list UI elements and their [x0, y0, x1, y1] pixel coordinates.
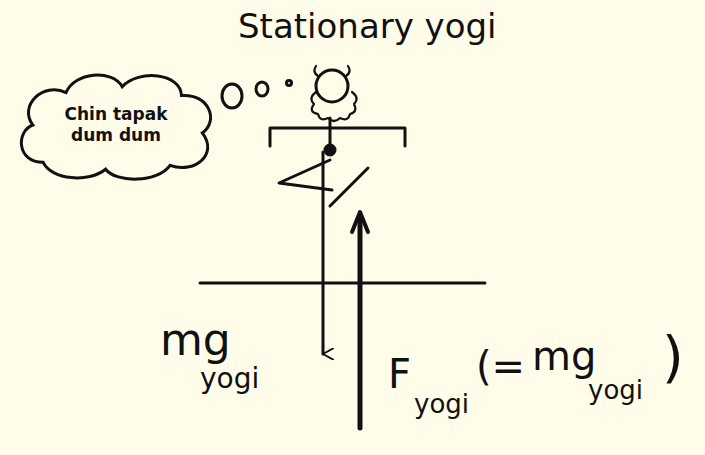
force-symbol: mg: [160, 316, 231, 364]
equation-part: (=: [476, 344, 525, 388]
yogi-arms: [270, 128, 405, 146]
thought-bubble: [256, 82, 268, 96]
thought-bubble: [222, 84, 242, 108]
weight-arrow: [322, 152, 325, 354]
normal-force-arrow: [358, 220, 363, 428]
diagram-title: Stationary yogi: [238, 8, 497, 45]
thought-text: Chin tapak dum dum: [56, 104, 176, 147]
yogi-beard: [311, 92, 356, 121]
arrow-head: [352, 212, 368, 232]
subscript: yogi: [414, 390, 469, 419]
force-symbol: mg: [532, 334, 596, 378]
thought-cloud: Chin tapak dum dum: [12, 66, 220, 184]
thought-bubble: [287, 81, 292, 86]
yogi-hair: [314, 66, 349, 76]
cloud-outline: [21, 75, 210, 179]
subscript: yogi: [200, 364, 259, 395]
cloud-body: Chin tapak dum dum: [12, 66, 220, 184]
centre-of-mass-dot: [325, 145, 335, 155]
yogi-head: [316, 70, 348, 102]
ground-line: [200, 282, 485, 285]
equation-part: ): [662, 326, 684, 388]
force-symbol: F: [388, 352, 411, 396]
subscript: yogi: [588, 376, 643, 405]
